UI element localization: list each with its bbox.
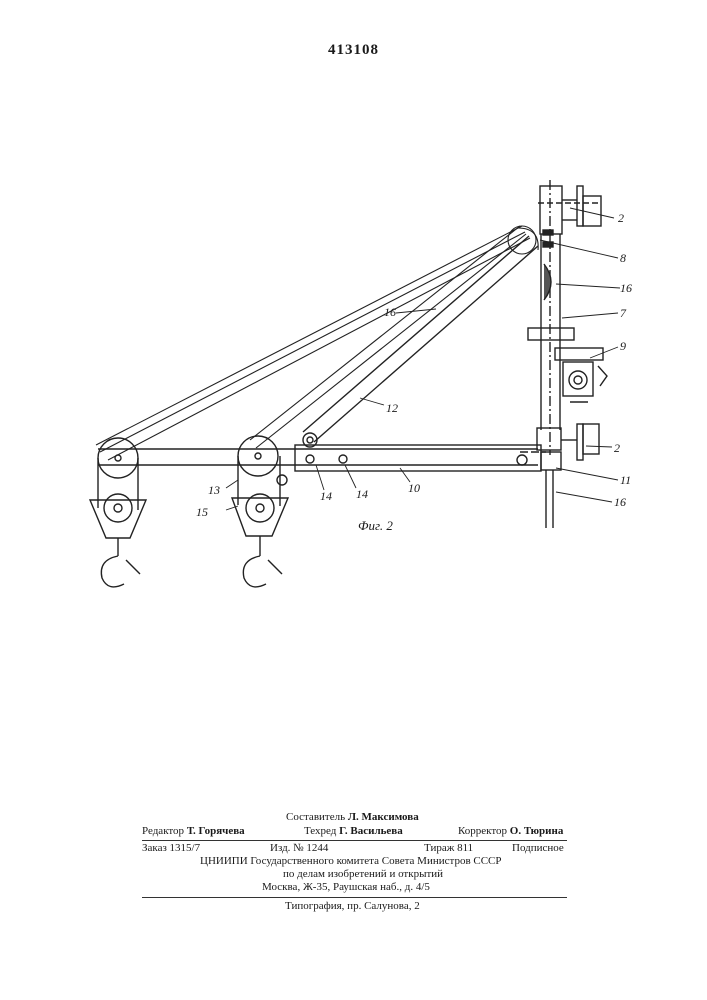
edition-number: Изд. № 1244 (270, 842, 328, 855)
callout-10: 10 (408, 481, 420, 495)
left-hook-block (90, 438, 146, 587)
compiler-name: Л. Максимова (348, 811, 419, 823)
order-number: Заказ 1315/7 (142, 842, 200, 855)
org-line-2: по делам изобретений и открытий (283, 868, 443, 881)
editor-role: Редактор (142, 825, 184, 837)
techred-role: Техред (304, 825, 336, 837)
callout-12: 12 (386, 401, 398, 415)
callout-11: 11 (620, 473, 631, 487)
printing-house: Типография, пр. Салунова, 2 (285, 900, 420, 913)
diagonal-strut (303, 236, 538, 447)
org-address: Москва, Ж-35, Раушская наб., д. 4/5 (262, 881, 430, 894)
callout-14-right: 14 (356, 487, 368, 501)
callout-16-cable: 16 (384, 305, 396, 319)
callout-7: 7 (620, 306, 627, 320)
callout-15: 15 (196, 505, 208, 519)
editor-name: Т. Горячева (187, 825, 245, 837)
callout-8: 8 (620, 251, 626, 265)
callout-2-top: 2 (618, 211, 624, 225)
middle-hook-block (232, 436, 288, 587)
print-run: Тираж 811 (424, 842, 473, 855)
callout-13: 13 (208, 483, 220, 497)
imprint-divider-2 (142, 897, 567, 898)
callout-labels: 2 8 16 7 9 16 12 2 11 16 10 14 14 13 15 … (196, 211, 632, 533)
corrector-name: О. Тюрина (510, 825, 564, 837)
figure-caption: Фиг. 2 (358, 518, 393, 533)
callout-16-column: 16 (620, 281, 632, 295)
corrector-line: Корректор О. Тюрина (458, 825, 563, 838)
callout-16-bottom: 16 (614, 495, 626, 509)
horizontal-boom (98, 445, 546, 471)
callout-14-left: 14 (320, 489, 332, 503)
callout-9: 9 (620, 339, 626, 353)
editor-line: Редактор Т. Горячева (142, 825, 245, 838)
techred-line: Техред Г. Васильева (304, 825, 403, 838)
corrector-role: Корректор (458, 825, 507, 837)
subscription: Подписное (512, 842, 564, 855)
org-line-1: ЦНИИПИ Государственного комитета Совета … (200, 855, 502, 868)
imprint-divider-1 (142, 840, 567, 841)
hoist-cables (96, 226, 538, 460)
techred-name: Г. Васильева (339, 825, 403, 837)
compiler-line: Составитель Л. Максимова (286, 811, 419, 824)
compiler-role: Составитель (286, 811, 345, 823)
callout-2-bottom: 2 (614, 441, 620, 455)
